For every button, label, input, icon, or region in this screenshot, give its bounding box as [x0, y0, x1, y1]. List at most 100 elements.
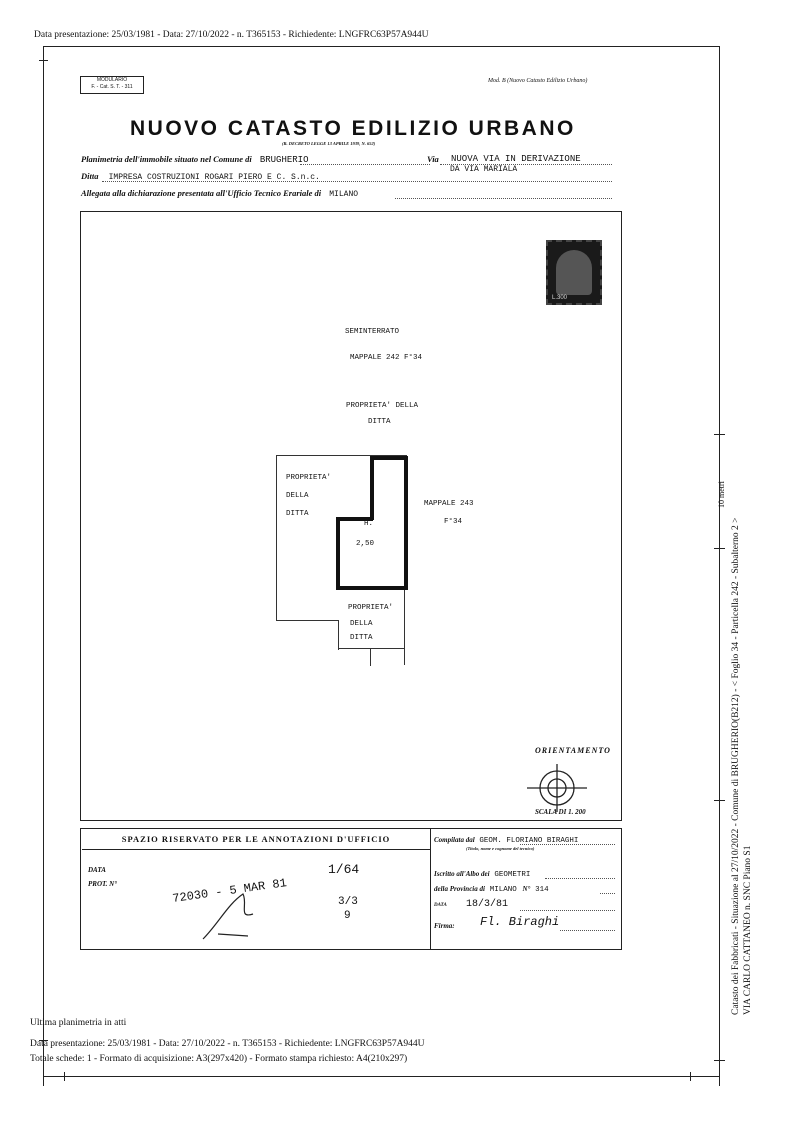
compiled-by-value: GEOM. FLORIANO BIRAGHI	[479, 837, 579, 845]
frame-bottom-line	[43, 1076, 720, 1077]
modulario-code: F. - Cat. S. T. - 311	[91, 84, 133, 90]
mappale-top-label: MAPPALE 242 F°34	[350, 354, 423, 362]
via-label: Via	[427, 154, 439, 164]
room-wall-top	[370, 456, 408, 460]
room-wall-mid	[336, 517, 373, 521]
office-divider	[430, 829, 432, 949]
frame-tick	[714, 434, 725, 435]
dotted-line	[520, 844, 615, 845]
albo-label: Iscritto all'Albo dei	[434, 870, 490, 878]
frame-left-line	[43, 46, 44, 1086]
document-title: NUOVO CATASTO EDILIZIO URBANO	[130, 117, 576, 140]
province-value: MILANO	[489, 886, 517, 894]
ufficio-value: MILANO	[329, 190, 359, 199]
via-value-2: DA VIA MARIALA	[450, 165, 518, 174]
plan-wall-left-outer	[276, 455, 278, 621]
frame-top-line	[43, 46, 720, 47]
albo-row: Iscritto all'Albo dei GEOMETRI	[434, 870, 530, 879]
frame-tick	[714, 800, 725, 801]
model-label: Mod. B (Nuovo Catasto Edilizio Urbano)	[488, 78, 588, 84]
decree-reference: (R. DECRETO LEGGE 13 APRILE 1939, N. 652…	[282, 141, 376, 146]
stamp-value: L.300	[552, 295, 568, 301]
frame-tick	[690, 1072, 691, 1081]
dotted-line	[300, 164, 430, 165]
comune-value: BRUGHERIO	[259, 155, 309, 165]
property-bottom-label-2: DELLA	[350, 620, 373, 628]
plan-wall-stub	[370, 648, 372, 666]
office-box	[80, 828, 622, 950]
room-wall-inner-left	[370, 456, 374, 520]
property-top-label: PROPRIETA' DELLA	[346, 402, 419, 410]
office-annotation-2: 3/3	[338, 896, 358, 908]
frame-tick	[714, 1060, 725, 1061]
protocol-label: PROT. N°	[88, 880, 117, 888]
dotted-line	[545, 878, 615, 879]
ditta-row: Ditta IMPRESA COSTRUZIONI ROGARI PIERO E…	[81, 171, 320, 182]
property-top-label-2: DITTA	[368, 418, 391, 426]
frame-tick	[39, 60, 48, 61]
footer-format-line: Totale schede: 1 - Formato di acquisizio…	[30, 1054, 408, 1064]
registration-number-value: 314	[535, 886, 549, 894]
dotted-line	[520, 910, 615, 911]
plan-drawing-area	[80, 211, 622, 821]
compiled-sub-label: (Titolo, nome e cognome del tecnico)	[466, 846, 535, 851]
scale-badge: 10 metri	[717, 481, 726, 508]
presentation-meta: Data presentazione: 25/03/1981 - Data: 2…	[34, 30, 429, 40]
mappale-right-label: MAPPALE 243	[424, 500, 474, 508]
modulario-box: MODULARIO F. - Cat. S. T. - 311	[80, 76, 144, 94]
province-label: della Provincia di	[434, 885, 485, 893]
plan-wall-top-outer	[276, 455, 407, 457]
property-bottom-label-3: DITTA	[350, 634, 373, 642]
registration-number-label: N°	[522, 885, 531, 893]
ditta-value: IMPRESA COSTRUZIONI ROGARI PIERO E C. S.…	[108, 173, 320, 182]
property-bottom-label: PROPRIETA'	[348, 604, 394, 612]
dotted-line	[560, 930, 615, 931]
planimetria-row: Planimetria dell'immobile situato nel Co…	[81, 154, 581, 165]
plan-wall-bottom-left	[276, 620, 338, 622]
reserved-title: SPAZIO RISERVATO PER LE ANNOTAZIONI D'UF…	[82, 829, 430, 850]
dotted-line	[102, 181, 612, 182]
modulario-label: MODULARIO	[96, 77, 128, 83]
scale-label: SCALA DI 1. 200	[535, 808, 586, 816]
frame-tick	[64, 1072, 65, 1081]
room-height-label: H.	[364, 520, 374, 528]
room-wall-bottom	[336, 586, 408, 590]
room-wall-right	[404, 456, 408, 590]
plan-wall-step	[338, 620, 340, 650]
office-annotation-3: 9	[344, 910, 351, 922]
frame-tick	[39, 1040, 48, 1041]
stamp-portrait-icon	[556, 250, 592, 295]
ditta-label: Ditta	[81, 171, 99, 181]
frame-tick	[714, 548, 725, 549]
allegata-row: Allegata alla dichiarazione presentata a…	[81, 188, 358, 199]
property-left-label: PROPRIETA'	[286, 474, 332, 482]
floor-level-label: SEMINTERRATO	[345, 328, 400, 336]
dotted-line	[395, 198, 612, 199]
province-row: della Provincia di MILANO N° 314	[434, 885, 549, 894]
dotted-line	[440, 164, 612, 165]
compiled-date-value: 18/3/81	[466, 899, 509, 910]
orientation-label: ORIENTAMENTO	[535, 746, 611, 755]
footer-meta-line: Data presentazione: 25/03/1981 - Data: 2…	[30, 1039, 425, 1049]
office-date-label: DATA	[88, 866, 106, 874]
via-value: NUOVA VIA IN DERIVAZIONE	[451, 154, 581, 164]
property-left-label-3: DITTA	[286, 510, 309, 518]
comune-label: Planimetria dell'immobile situato nel Co…	[81, 154, 252, 164]
dotted-line	[600, 893, 615, 894]
compiled-date-label: DATA	[434, 903, 447, 908]
compiled-label: Compilata dal	[434, 836, 475, 844]
office-signature-scribble	[202, 893, 254, 940]
property-left-label-2: DELLA	[286, 492, 309, 500]
mappale-right-label-2: F°34	[444, 518, 463, 526]
side-cadastre-info: Catasto dei Fabbricati - Situazione al 2…	[731, 517, 741, 1015]
signature-value: Fl. Biraghi	[480, 915, 560, 929]
side-address-info: VIA CARLO CATTANEO n. SNC Piano S1	[743, 845, 753, 1015]
compass-icon	[527, 764, 587, 812]
revenue-stamp: L.300	[546, 240, 602, 305]
room-height-value: 2,50	[356, 540, 375, 548]
room-wall-left	[336, 517, 340, 589]
albo-value: GEOMETRI	[494, 871, 531, 879]
signature-label: Firma:	[434, 922, 455, 930]
compiled-row: Compilata dal GEOM. FLORIANO BIRAGHI	[434, 836, 578, 845]
office-annotation-1: 1/64	[328, 862, 360, 877]
